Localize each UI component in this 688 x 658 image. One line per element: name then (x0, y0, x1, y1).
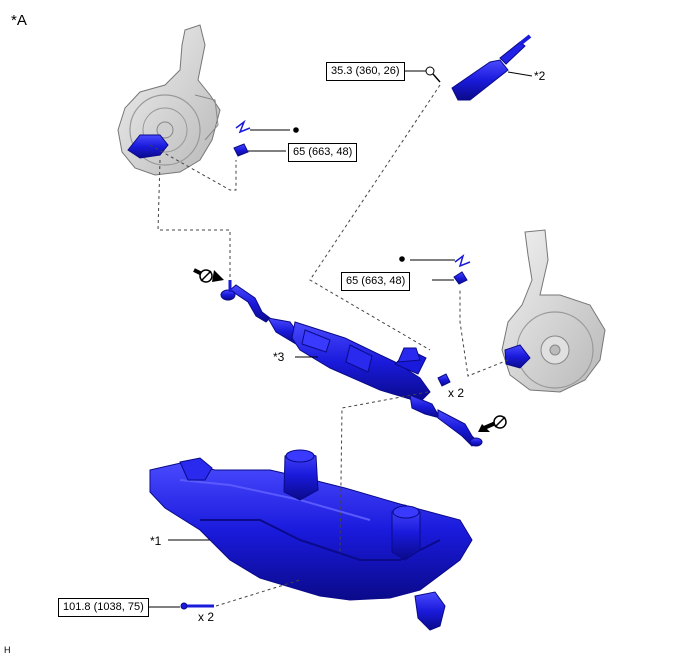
left-castle-nut (233, 143, 249, 157)
corner-code: H (4, 645, 11, 655)
torque-box-left-tie-rod: 65 (663, 48) (288, 143, 358, 162)
callout-1-label: *1 (150, 534, 162, 548)
torque-box-crossmember-bolt: 101.8 (1038, 75) (58, 598, 149, 617)
left-cotter-pin-icon (235, 119, 251, 134)
steering-gear-assembly (220, 280, 483, 447)
left-tie-rod-end-socket (127, 134, 169, 159)
left-replace-dot-icon (293, 127, 299, 133)
left-turn-arrow-icon (193, 268, 224, 283)
right-castle-nut (453, 271, 468, 285)
callout-3-label: *3 (273, 350, 285, 364)
torque-box-intermediate-shaft: 35.3 (360, 26) (326, 62, 405, 81)
crossmember-bolt (180, 602, 214, 610)
torque-box-right-tie-rod: 65 (663, 48) (341, 272, 411, 291)
shaft-bolt (425, 66, 441, 83)
right-replace-dot-icon (399, 256, 405, 262)
callout-2-leader (507, 71, 533, 77)
right-steering-knuckle (501, 229, 606, 393)
rack-mount-nut (437, 373, 451, 387)
rack-nut-quantity: x 2 (448, 386, 465, 400)
right-tie-rod-end-socket (504, 344, 531, 369)
intermediate-shaft (451, 34, 532, 101)
crossmember-bolt-quantity: x 2 (198, 610, 215, 624)
callout-2-label: *2 (534, 69, 546, 83)
view-label: *A (11, 12, 27, 29)
assembly-guide-lines (149, 84, 509, 607)
right-cotter-pin-icon (454, 254, 471, 268)
right-turn-arrow-icon (478, 415, 507, 432)
front-suspension-crossmember (149, 449, 473, 631)
